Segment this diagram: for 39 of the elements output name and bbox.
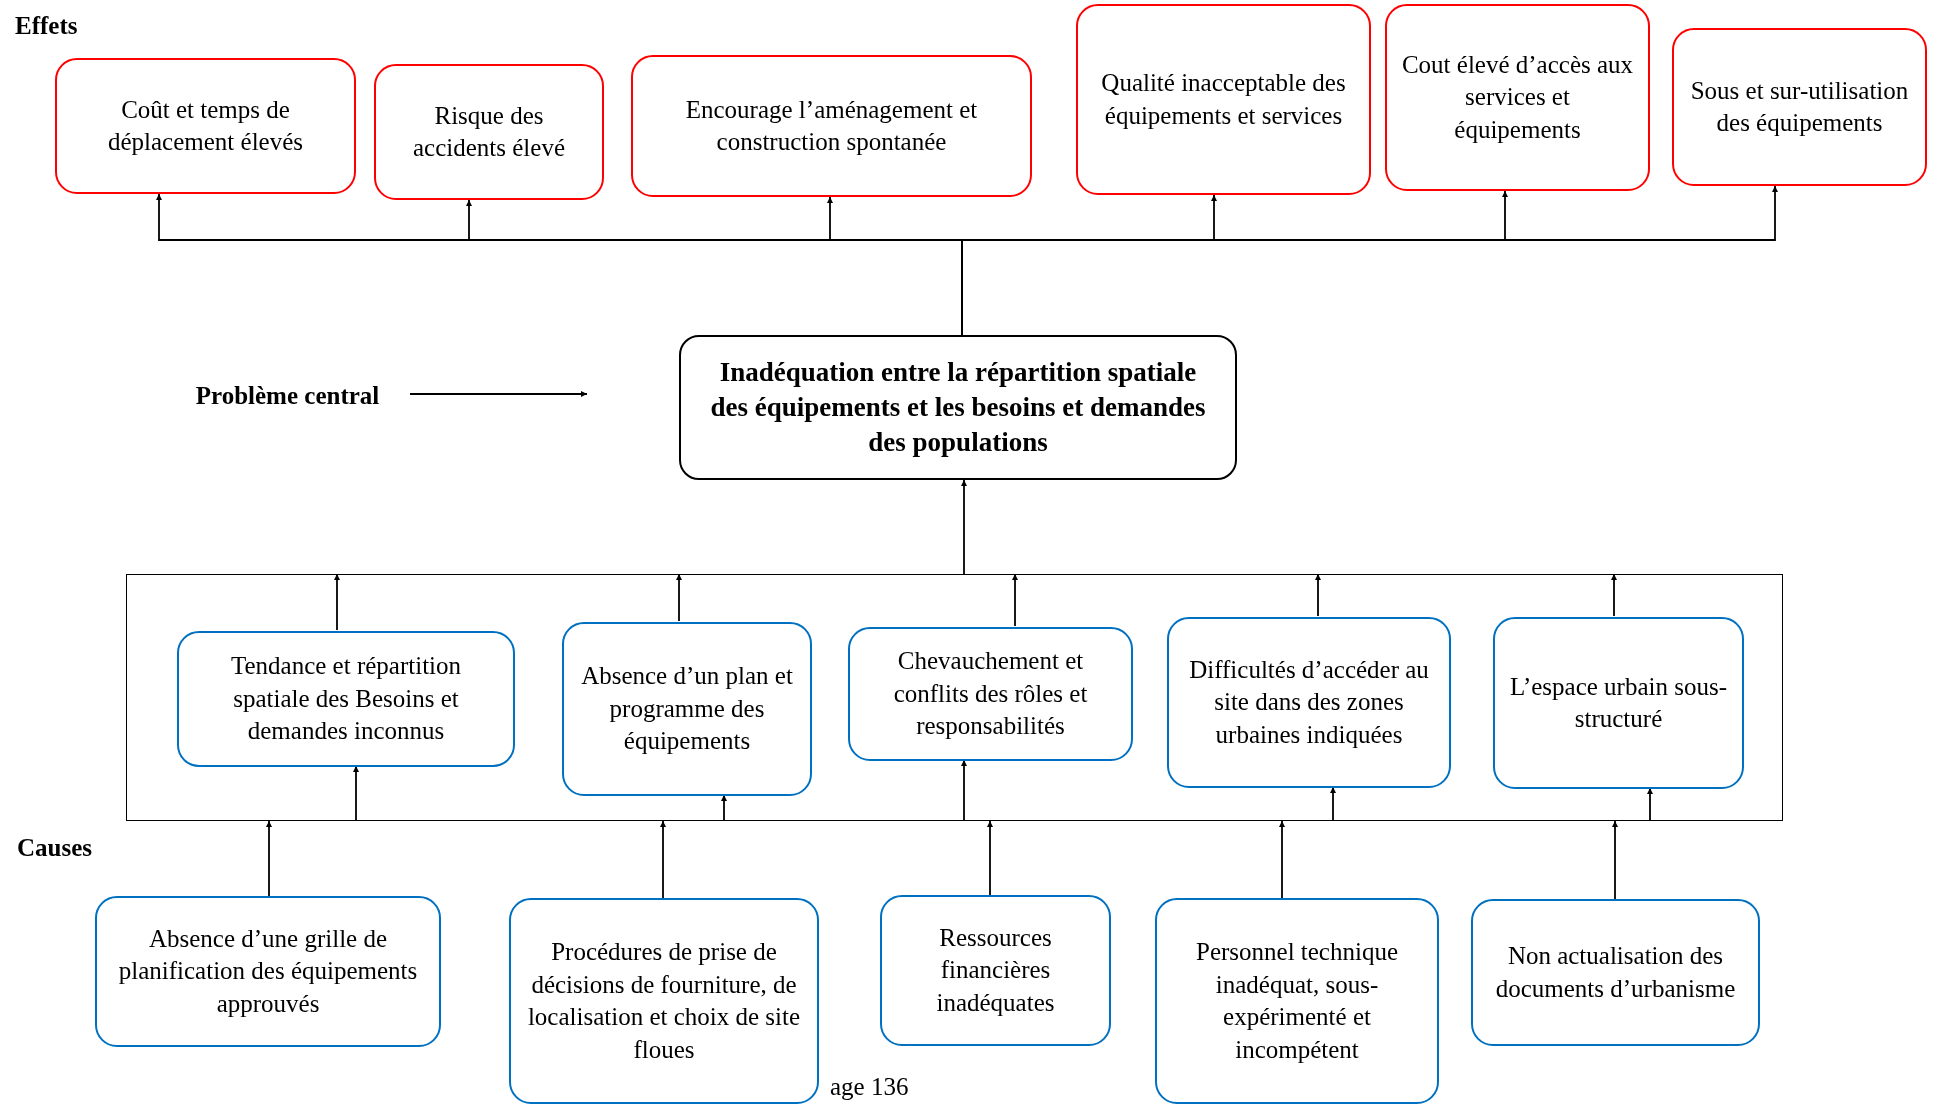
cause-box: Personnel technique inadéquat, sous-expérimenté et incompétent [1155,898,1439,1104]
arrow [987,820,993,896]
effect-box: Risque des accidents élevé [374,64,604,200]
cause-box: Difficultés d’accéder au site dans des zones urbaines indiquées [1167,617,1451,788]
arrow [334,573,340,631]
arrow [660,820,666,899]
page-number: age 136 [830,1073,909,1101]
arrow [1315,573,1321,617]
cause-box: Absence d’une grille de planification des équipements approuvés [95,896,441,1047]
cause-box: Absence d’un plan et programme des équipements [562,622,812,796]
cause-box: Procédures de prise de décisions de fourniture, de localisation et choix de site floues [509,898,819,1104]
cause-box: Tendance et répartition spatiale des Besoins et demandes inconnus [177,631,515,767]
arrow [266,820,272,897]
arrow [1330,786,1336,822]
section-label: Effets [15,12,78,40]
group-frame [126,574,1783,821]
arrow [1647,787,1653,822]
arrow [1279,820,1285,899]
arrow [353,765,359,822]
effect-box: Coût et temps de déplacement élevés [55,58,356,194]
cause-box: L’espace urbain sous-structuré [1493,617,1744,789]
section-label: Causes [17,834,92,862]
effect-box: Encourage l’aménagement et construction spontanée [631,55,1032,197]
effect-box: Sous et sur-utilisation des équipements [1672,28,1927,186]
effect-box: Qualité inacceptable des équipements et services [1076,4,1371,195]
arrow [409,391,588,397]
arrow [1612,820,1618,900]
arrow [1012,573,1018,627]
cause-box: Ressources financières inadéquates [880,895,1111,1046]
arrow [721,794,727,822]
cause-box: Chevauchement et conflits des rôles et responsabilités [848,627,1133,761]
arrow [961,759,967,822]
arrow [961,479,967,575]
effect-box: Cout élevé d’accès aux services et équipements [1385,4,1650,191]
cause-box: Non actualisation des documents d’urbanisme [1471,899,1760,1046]
arrow [1611,573,1617,617]
heading-text: Problème central [165,376,410,416]
arrow [676,573,682,622]
central-problem-box: Inadéquation entre la répartition spatiale des équipements et les besoins et demandes des populations [679,335,1237,480]
